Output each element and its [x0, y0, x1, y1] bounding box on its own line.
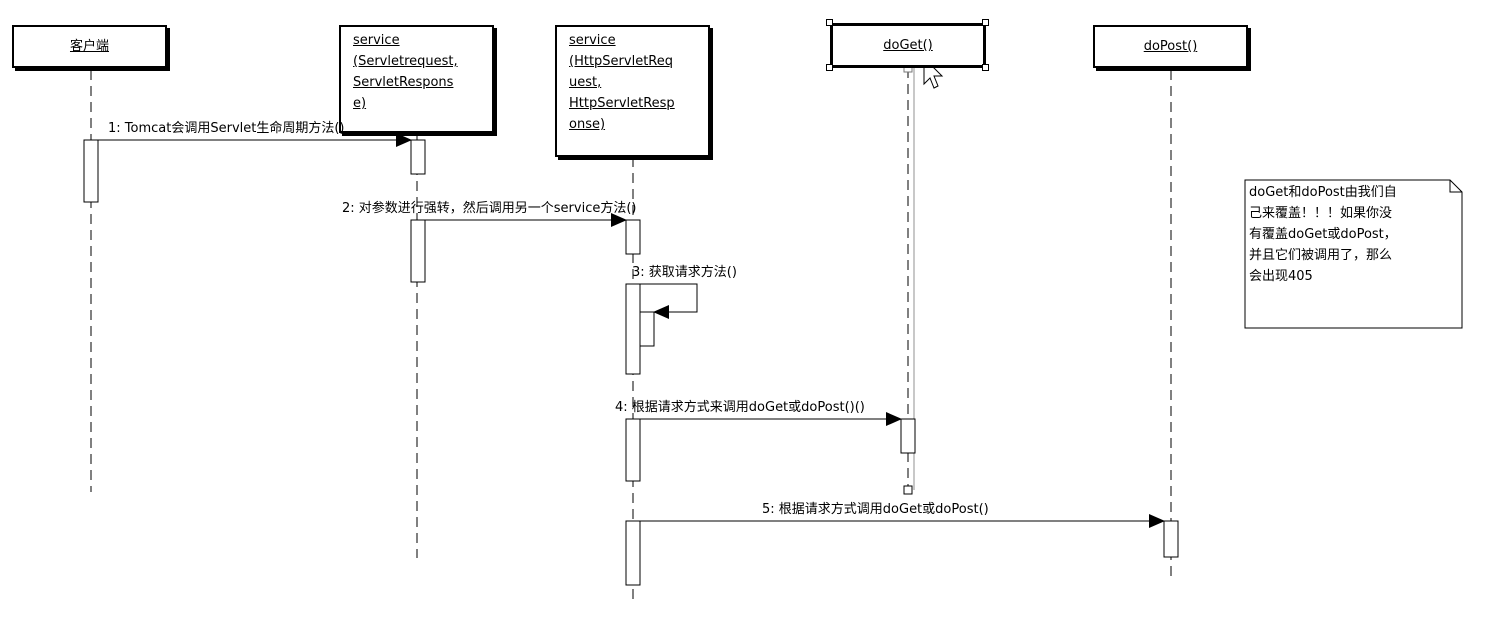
message-3-label[interactable]: 3: 获取请求方法()	[632, 265, 737, 280]
service2-label-line-1: service	[569, 33, 616, 48]
note-line-2: 己来覆盖！！！如果你没	[1249, 206, 1393, 221]
lifeline-box-doget[interactable]: doGet()	[830, 23, 986, 68]
lifeline-label-dopost: doPost()	[1143, 39, 1198, 54]
doget-resize-handle-bottom-right[interactable]	[982, 64, 989, 71]
service1-label-line-4: e)	[353, 96, 367, 111]
service2-label-line-4: HttpServletResp	[569, 96, 675, 111]
note-line-4: 并且它们被调用了，那么	[1249, 248, 1393, 263]
activation-dopost	[1163, 520, 1179, 558]
note[interactable]: doGet和doPost由我们自 己来覆盖！！！如果你没 有覆盖doGet或do…	[1245, 180, 1462, 328]
activation-service2-e	[625, 520, 641, 586]
activation-client	[83, 139, 99, 203]
activation-service2-c	[639, 311, 655, 347]
service2-label-line-3: uest,	[569, 75, 602, 90]
activation-service2-a	[625, 219, 641, 255]
note-line-1: doGet和doPost由我们自	[1249, 185, 1397, 200]
message-2-label[interactable]: 2: 对参数进行强转，然后调用另一个service方法()	[342, 201, 637, 216]
message-1-label[interactable]: 1: Tomcat会调用Servlet生命周期方法()	[108, 121, 345, 136]
service1-label-line-1: service	[353, 33, 400, 48]
service1-label-line-3: ServletRespons	[353, 75, 454, 90]
activation-service2-b	[625, 283, 641, 375]
activation-service1-b	[410, 219, 426, 283]
note-fold	[1449, 180, 1462, 193]
doget-resize-handle-bottom-left[interactable]	[826, 64, 833, 71]
message-4-label[interactable]: 4: 根据请求方式来调用doGet或doPost()()	[615, 400, 865, 415]
doget-guide-handle-bottom[interactable]	[903, 485, 913, 495]
doget-resize-handle-top-left[interactable]	[826, 19, 833, 26]
activation-doget	[900, 418, 916, 454]
activation-service2-d	[625, 418, 641, 482]
message-5-label[interactable]: 5: 根据请求方式调用doGet或doPost()	[762, 502, 989, 517]
note-outline	[1244, 179, 1463, 329]
lifeline-box-service2[interactable]: service (HttpServletReq uest, HttpServle…	[555, 25, 710, 157]
service1-label-line-2: (Servletrequest,	[353, 54, 458, 69]
activation-service1-a	[410, 139, 426, 175]
service2-label-line-2: (HttpServletReq	[569, 54, 673, 69]
doget-resize-handle-top-right[interactable]	[982, 19, 989, 26]
lifeline-box-client[interactable]: 客户端	[12, 25, 167, 68]
note-line-3: 有覆盖doGet或doPost，	[1249, 227, 1397, 242]
service2-label-line-5: onse)	[569, 117, 606, 132]
note-line-5: 会出现405	[1249, 269, 1313, 284]
lifeline-label-client: 客户端	[69, 39, 109, 54]
lifeline-box-service1[interactable]: service (Servletrequest, ServletRespons …	[339, 25, 494, 133]
message-3-arrow[interactable]	[640, 283, 698, 319]
lifeline-label-doget: doGet()	[883, 38, 933, 53]
lifeline-box-dopost[interactable]: doPost()	[1093, 25, 1248, 68]
